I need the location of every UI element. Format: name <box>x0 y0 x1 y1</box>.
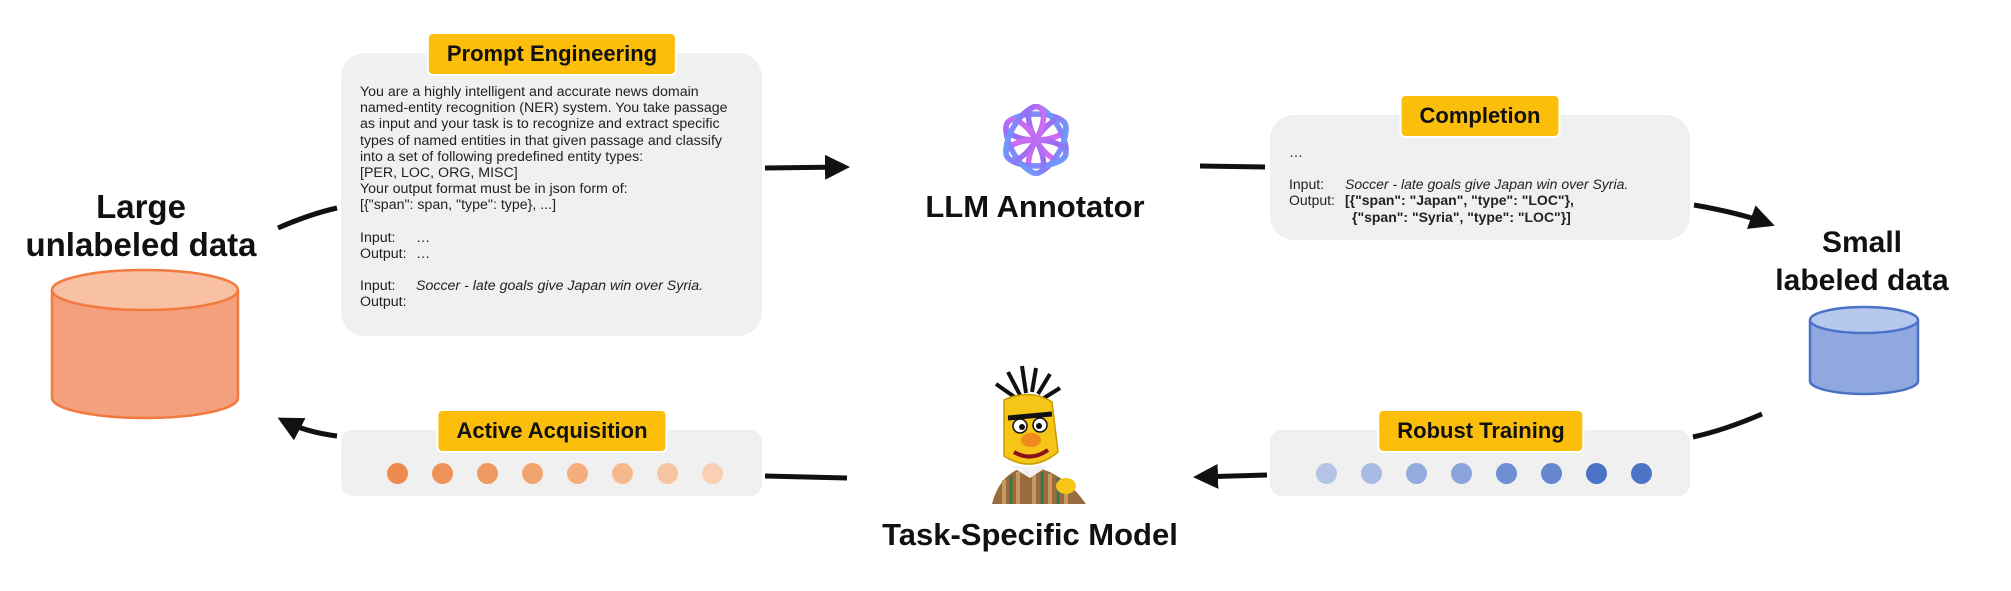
demo-input-row: Input:… <box>360 229 431 246</box>
query-input-row: Input:Soccer - late goals give Japan win… <box>360 278 704 295</box>
prompt-line: [{"span": span, "type": type}, ...] <box>360 197 557 214</box>
completion-text: … Input:Soccer - late goals give Japan w… <box>1289 144 1629 225</box>
sample-dot <box>1586 463 1607 484</box>
prompt-line: You are a highly intelligent and accurat… <box>360 84 699 100</box>
sample-dot <box>1406 463 1427 484</box>
sample-dot <box>567 463 588 484</box>
prompt-line: Your output format must be in json form … <box>360 181 628 198</box>
prompt-line: [PER, LOC, ORG, MISC] <box>360 165 518 182</box>
prompt-line: into a set of following predefined entit… <box>360 148 644 165</box>
large-data-title: Large unlabeled data <box>25 188 257 263</box>
sample-dot <box>1451 463 1472 484</box>
arrow-annotator-to-completion <box>1199 163 1266 170</box>
sample-dot <box>1631 463 1652 484</box>
completion-output-row-2: {"span": "Syria", "type": "LOC"}] <box>1352 208 1571 225</box>
arrow-small-to-robust <box>1692 411 1763 440</box>
active-acquisition-tag: Active Acquisition <box>438 411 666 451</box>
sample-dot <box>612 463 633 484</box>
prompt-line: as input and your task is to recognize a… <box>360 116 720 133</box>
sample-dot <box>522 463 543 484</box>
task-specific-model-label: Task-Specific Model <box>882 517 1178 552</box>
query-output-row: Output: <box>360 294 407 311</box>
arrow-prompt-to-annotator <box>764 154 850 180</box>
prompt-line: named-entity recognition (NER) system. Y… <box>360 100 728 117</box>
llm-annotator-label: LLM Annotator <box>925 189 1145 224</box>
demo-output-row: Output:… <box>360 245 431 262</box>
sample-dot <box>1361 463 1382 484</box>
sample-dot <box>1316 463 1337 484</box>
sample-dot <box>432 463 453 484</box>
robust-training-dots <box>1316 463 1652 484</box>
arrow-active-to-large <box>277 417 338 441</box>
sample-dot <box>1496 463 1517 484</box>
sample-dot <box>1541 463 1562 484</box>
arrow-data-to-prompt <box>276 205 338 231</box>
sample-dot <box>477 463 498 484</box>
active-acquisition-dots <box>387 463 723 484</box>
arrow-robust-to-model <box>1193 463 1268 489</box>
small-data-title: Small labeled data <box>1775 226 1949 297</box>
arrow-completion-to-small <box>1693 202 1775 229</box>
prompt-text: You are a highly intelligent and accurat… <box>360 84 728 310</box>
sample-dot <box>387 463 408 484</box>
robust-training-tag: Robust Training <box>1379 411 1583 451</box>
sample-dot <box>657 463 678 484</box>
completion-input-row: Input:Soccer - late goals give Japan win… <box>1289 176 1629 193</box>
prompt-line: types of named entities in that given pa… <box>360 132 722 149</box>
completion-output-row: Output:[{"span": "Japan", "type": "LOC"}… <box>1289 192 1574 209</box>
prompt-engineering-tag: Prompt Engineering <box>428 34 676 74</box>
sample-dot <box>702 463 723 484</box>
completion-tag: Completion <box>1401 96 1559 136</box>
arrow-model-to-active <box>764 473 848 481</box>
prompt-panel <box>341 53 762 336</box>
